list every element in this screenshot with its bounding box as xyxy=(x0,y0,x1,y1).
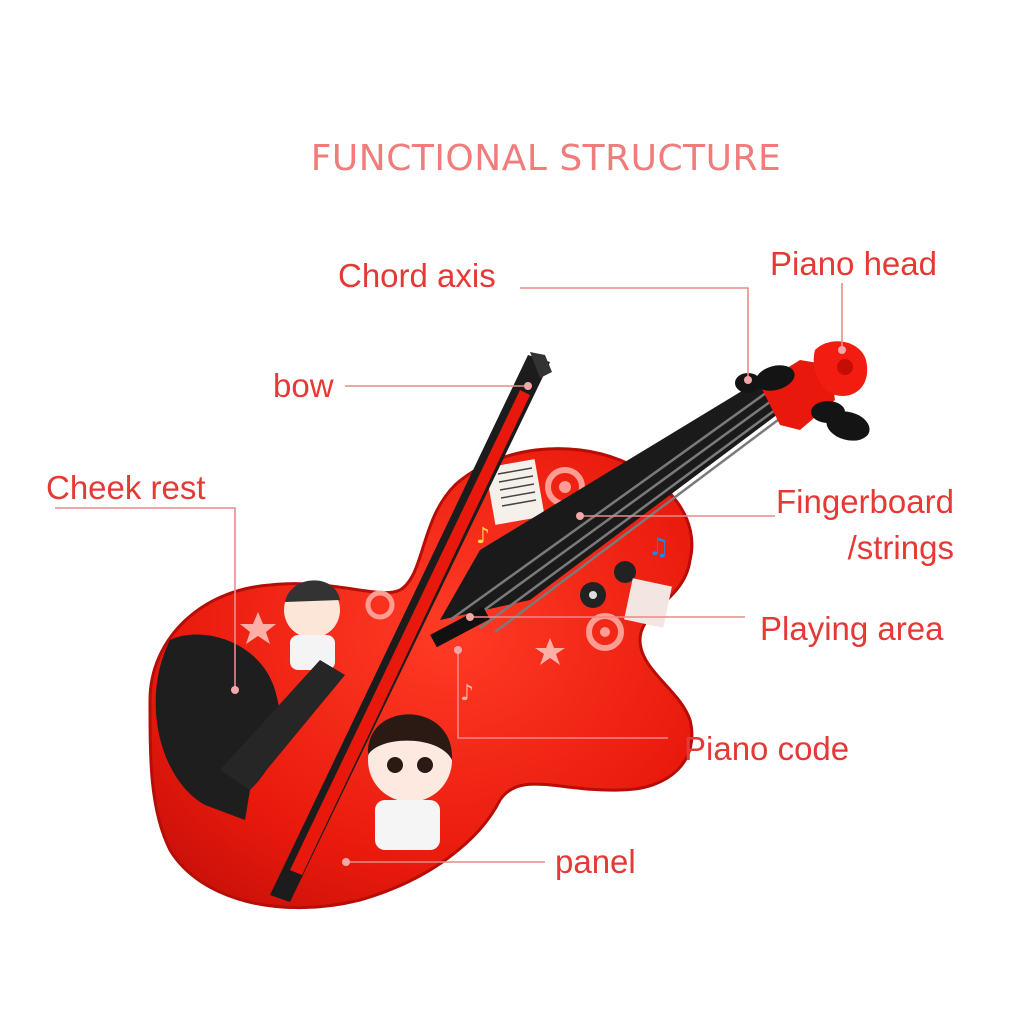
music-note-icon: ♪ xyxy=(476,524,490,549)
label-piano-head: Piano head xyxy=(770,245,937,282)
music-note-icon: ♪ xyxy=(460,681,474,706)
cartoon-boy-figure xyxy=(284,580,340,670)
label-chord-axis: Chord axis xyxy=(338,257,496,294)
photo-sticker xyxy=(624,578,672,628)
diagram-title: FUNCTIONAL STRUCTURE xyxy=(310,138,782,179)
music-note-icon: ♫ xyxy=(648,533,670,561)
music-sheet-sticker xyxy=(485,459,545,525)
star-decoration xyxy=(535,638,565,665)
tuning-peg xyxy=(826,411,870,441)
label-cheek-rest: Cheek rest xyxy=(46,469,206,506)
label-piano-code: Piano code xyxy=(684,730,850,767)
target-decoration-2 xyxy=(586,613,624,651)
star-decoration xyxy=(240,612,276,644)
tuning-peg xyxy=(755,365,795,391)
bow-part xyxy=(270,352,552,902)
label-panel: panel xyxy=(555,843,636,880)
leader-chord-axis xyxy=(520,287,749,380)
leader-cheek-rest xyxy=(55,507,236,690)
leader-piano-code xyxy=(457,650,668,739)
target-decoration-3 xyxy=(365,590,395,620)
label-fingerboard-strings: Fingerboard /strings xyxy=(776,483,954,566)
cartoon-girl-figure xyxy=(367,714,453,850)
leader-lines xyxy=(55,283,843,863)
label-bow: bow xyxy=(273,367,334,404)
label-playing-area: Playing area xyxy=(760,610,944,647)
